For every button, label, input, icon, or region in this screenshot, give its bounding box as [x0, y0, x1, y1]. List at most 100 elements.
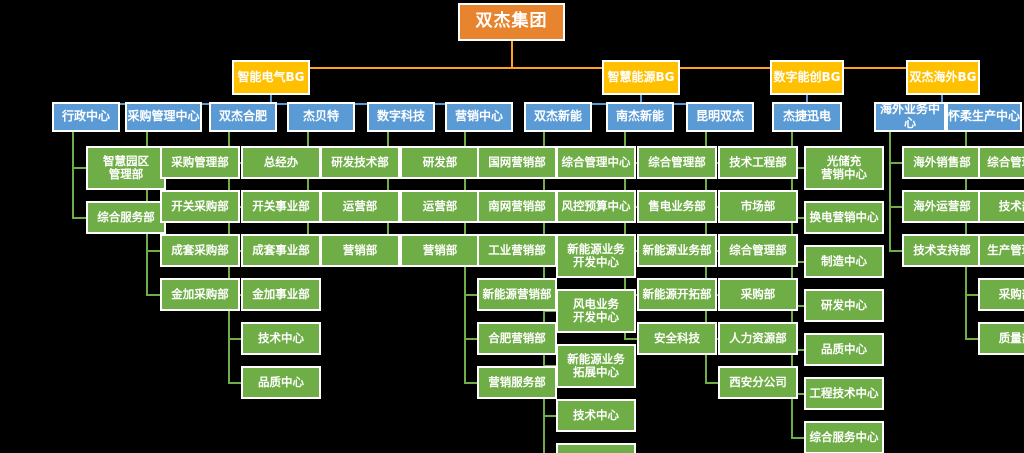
node-dept-shuangjiexinneng-4[interactable]: 新能源业务 拓展中心	[556, 344, 636, 388]
node-dept-yingxiaozhongxin-5[interactable]: 营销服务部	[477, 366, 557, 399]
node-unit-shuangjiexinneng[interactable]: 双杰新能	[524, 102, 592, 132]
node-dept-shuangjiexinneng-6[interactable]: 工程中心	[556, 443, 636, 453]
node-dept-caigouguanlizhongxin-1[interactable]: 开关采购部	[160, 190, 240, 223]
node-dept-jiejiexundian-5[interactable]: 工程技术中心	[804, 377, 884, 410]
node-dept-shuangjiexinneng-1[interactable]: 风控预算中心	[556, 190, 636, 223]
connector-stub-xingzhengzhongxin-0	[72, 167, 86, 169]
connector-stub-shuangjiexinneng-5	[543, 414, 556, 417]
node-bg-shuzinengchuang[interactable]: 数字能创BG	[770, 60, 844, 95]
node-dept-jiejiexundian-1[interactable]: 换电营销中心	[804, 201, 884, 234]
connector-bg1-down	[270, 95, 272, 104]
connector-stub-caigouguanlizhongxin-2	[146, 249, 160, 252]
node-dept-kunmingshuangjie-4[interactable]: 人力资源部	[718, 322, 798, 355]
node-unit-shuangjiehefei[interactable]: 双杰合肥	[209, 102, 277, 132]
connector-root-down	[511, 41, 513, 68]
node-dept-yingxiaozhongxin-1[interactable]: 南网营销部	[477, 190, 557, 223]
node-dept-shuangjiexinneng-2[interactable]: 新能源业务 开发中心	[556, 234, 636, 278]
connector-stub-shuangjiehefei-4	[228, 337, 241, 340]
node-dept-shuangjiehefei-4[interactable]: 技术中心	[241, 322, 321, 355]
connector-stub-haiwaiyewuzhongxin-0	[889, 161, 902, 164]
node-dept-shuangjiehefei-0[interactable]: 总经办	[241, 146, 321, 179]
node-dept-jiejiexundian-6[interactable]: 综合服务中心	[804, 421, 884, 453]
node-dept-haiwaiyewuzhongxin-0[interactable]: 海外销售部	[902, 146, 982, 179]
connector-stub-yingxiaozhongxin-3	[464, 293, 477, 296]
node-dept-shuzikeji-1[interactable]: 运营部	[400, 190, 480, 223]
node-dept-caigouguanlizhongxin-3[interactable]: 金加采购部	[160, 278, 240, 311]
node-dept-huairoushengchanzhongxin-3[interactable]: 采购部	[978, 278, 1024, 311]
node-unit-shuzikeji[interactable]: 数字科技	[367, 102, 435, 132]
node-dept-jiejiexundian-2[interactable]: 制造中心	[804, 245, 884, 278]
node-dept-shuzikeji-0[interactable]: 研发部	[400, 146, 480, 179]
connector-trunk-haiwaiyewuzhongxin	[889, 132, 891, 251]
node-dept-yingxiaozhongxin-4[interactable]: 合肥营销部	[477, 322, 557, 355]
node-dept-shuangjiehefei-3[interactable]: 金加事业部	[241, 278, 321, 311]
node-dept-kunmingshuangjie-3[interactable]: 采购部	[718, 278, 798, 311]
node-dept-xingzhengzhongxin-1[interactable]: 综合服务部	[86, 201, 166, 234]
node-unit-nanjiexinneng[interactable]: 南杰新能	[606, 102, 674, 132]
node-bg-zhihuinengyuan[interactable]: 智慧能源BG	[602, 60, 680, 95]
node-dept-shuangjiexinneng-0[interactable]: 综合管理中心	[556, 146, 636, 179]
node-dept-nanjiexinneng-1[interactable]: 售电业务部	[637, 190, 717, 223]
node-dept-kunmingshuangjie-5[interactable]: 西安分公司	[718, 366, 798, 399]
node-dept-haiwaiyewuzhongxin-1[interactable]: 海外运营部	[902, 190, 982, 223]
connector-trunk-xingzhengzhongxin	[72, 132, 74, 218]
connector-stub-shuangjiexinneng-3	[543, 310, 556, 312]
node-dept-shuangjiehefei-5[interactable]: 品质中心	[241, 366, 321, 399]
node-dept-yingxiaozhongxin-0[interactable]: 国网营销部	[477, 146, 557, 179]
connector-stub-nanjiexinneng-4	[624, 337, 637, 340]
node-unit-yingxiaozhongxin[interactable]: 营销中心	[445, 102, 513, 132]
connector-bg2-down	[640, 95, 642, 104]
node-dept-jiejiexundian-4[interactable]: 品质中心	[804, 333, 884, 366]
node-dept-jiejiexundian-0[interactable]: 光储充 营销中心	[804, 146, 884, 190]
node-dept-yingxiaozhongxin-2[interactable]: 工业营销部	[477, 234, 557, 267]
node-dept-huairoushengchanzhongxin-1[interactable]: 技术部	[978, 190, 1024, 223]
connector-stub-yingxiaozhongxin-5	[464, 381, 477, 384]
connector-stub-shuangjiehefei-5	[228, 381, 241, 384]
node-unit-haiwaiyewuzhongxin[interactable]: 海外业务中心	[874, 102, 946, 132]
connector-stub-haiwaiyewuzhongxin-1	[889, 205, 902, 208]
node-dept-caigouguanlizhongxin-0[interactable]: 采购管理部	[160, 146, 240, 179]
node-unit-jiejiexundian[interactable]: 杰捷迅电	[772, 102, 842, 132]
node-dept-nanjiexinneng-2[interactable]: 新能源业务部	[637, 234, 717, 267]
connector-stub-huairoushengchanzhongxin-4	[965, 337, 978, 340]
node-dept-xingzhengzhongxin-0[interactable]: 智慧园区 管理部	[86, 146, 166, 190]
node-dept-huairoushengchanzhongxin-0[interactable]: 综合管理部	[978, 146, 1024, 179]
node-dept-jiebeite-0[interactable]: 研发技术部	[320, 146, 400, 179]
node-bg-zhinengdianqi[interactable]: 智能电气BG	[232, 60, 310, 95]
node-unit-huairoushengchanzhongxin[interactable]: 怀柔生产中心	[946, 102, 1022, 132]
node-dept-haiwaiyewuzhongxin-2[interactable]: 技术支持部	[902, 234, 982, 267]
connector-stub-yingxiaozhongxin-4	[464, 337, 477, 340]
node-unit-caigouguanlizhongxin[interactable]: 采购管理中心	[125, 102, 202, 132]
node-dept-shuangjiexinneng-3[interactable]: 风电业务 开发中心	[556, 289, 636, 333]
node-dept-shuangjiehefei-1[interactable]: 开关事业部	[241, 190, 321, 223]
node-dept-kunmingshuangjie-2[interactable]: 综合管理部	[718, 234, 798, 267]
node-unit-xingzhengzhongxin[interactable]: 行政中心	[52, 102, 120, 132]
connector-stub-huairoushengchanzhongxin-3	[965, 293, 978, 296]
node-unit-jiebeite[interactable]: 杰贝特	[287, 102, 355, 132]
node-dept-jiejiexundian-3[interactable]: 研发中心	[804, 289, 884, 322]
node-dept-jiebeite-1[interactable]: 运营部	[320, 190, 400, 223]
connector-bg4-down	[941, 95, 943, 104]
node-dept-shuzikeji-2[interactable]: 营销部	[400, 234, 480, 267]
connector-bg1-bus	[84, 103, 480, 105]
node-dept-kunmingshuangjie-0[interactable]: 技术工程部	[718, 146, 798, 179]
node-dept-yingxiaozhongxin-3[interactable]: 新能源营销部	[477, 278, 557, 311]
connector-stub-haiwaiyewuzhongxin-2	[889, 249, 902, 252]
node-root[interactable]: 双杰集团	[458, 3, 565, 41]
node-dept-shuangjiehefei-2[interactable]: 成套事业部	[241, 234, 321, 267]
node-dept-jiebeite-2[interactable]: 营销部	[320, 234, 400, 267]
connector-stub-jiejiexundian-6	[791, 436, 804, 439]
node-unit-kunmingshuangjie[interactable]: 昆明双杰	[686, 102, 754, 132]
node-dept-caigouguanlizhongxin-2[interactable]: 成套采购部	[160, 234, 240, 267]
node-dept-huairoushengchanzhongxin-2[interactable]: 生产管理部	[978, 234, 1024, 267]
node-dept-huairoushengchanzhongxin-4[interactable]: 质量部	[978, 322, 1024, 355]
node-dept-shuangjiexinneng-5[interactable]: 技术中心	[556, 399, 636, 432]
connector-stub-xingzhengzhongxin-1	[72, 216, 86, 219]
node-dept-nanjiexinneng-0[interactable]: 综合管理部	[637, 146, 717, 179]
node-dept-nanjiexinneng-3[interactable]: 新能源开拓部	[637, 278, 717, 311]
connector-stub-caigouguanlizhongxin-3	[146, 293, 160, 296]
node-dept-nanjiexinneng-4[interactable]: 安全科技	[637, 322, 717, 355]
node-dept-kunmingshuangjie-1[interactable]: 市场部	[718, 190, 798, 223]
node-bg-shuangjiehaiwai[interactable]: 双杰海外BG	[906, 60, 980, 95]
